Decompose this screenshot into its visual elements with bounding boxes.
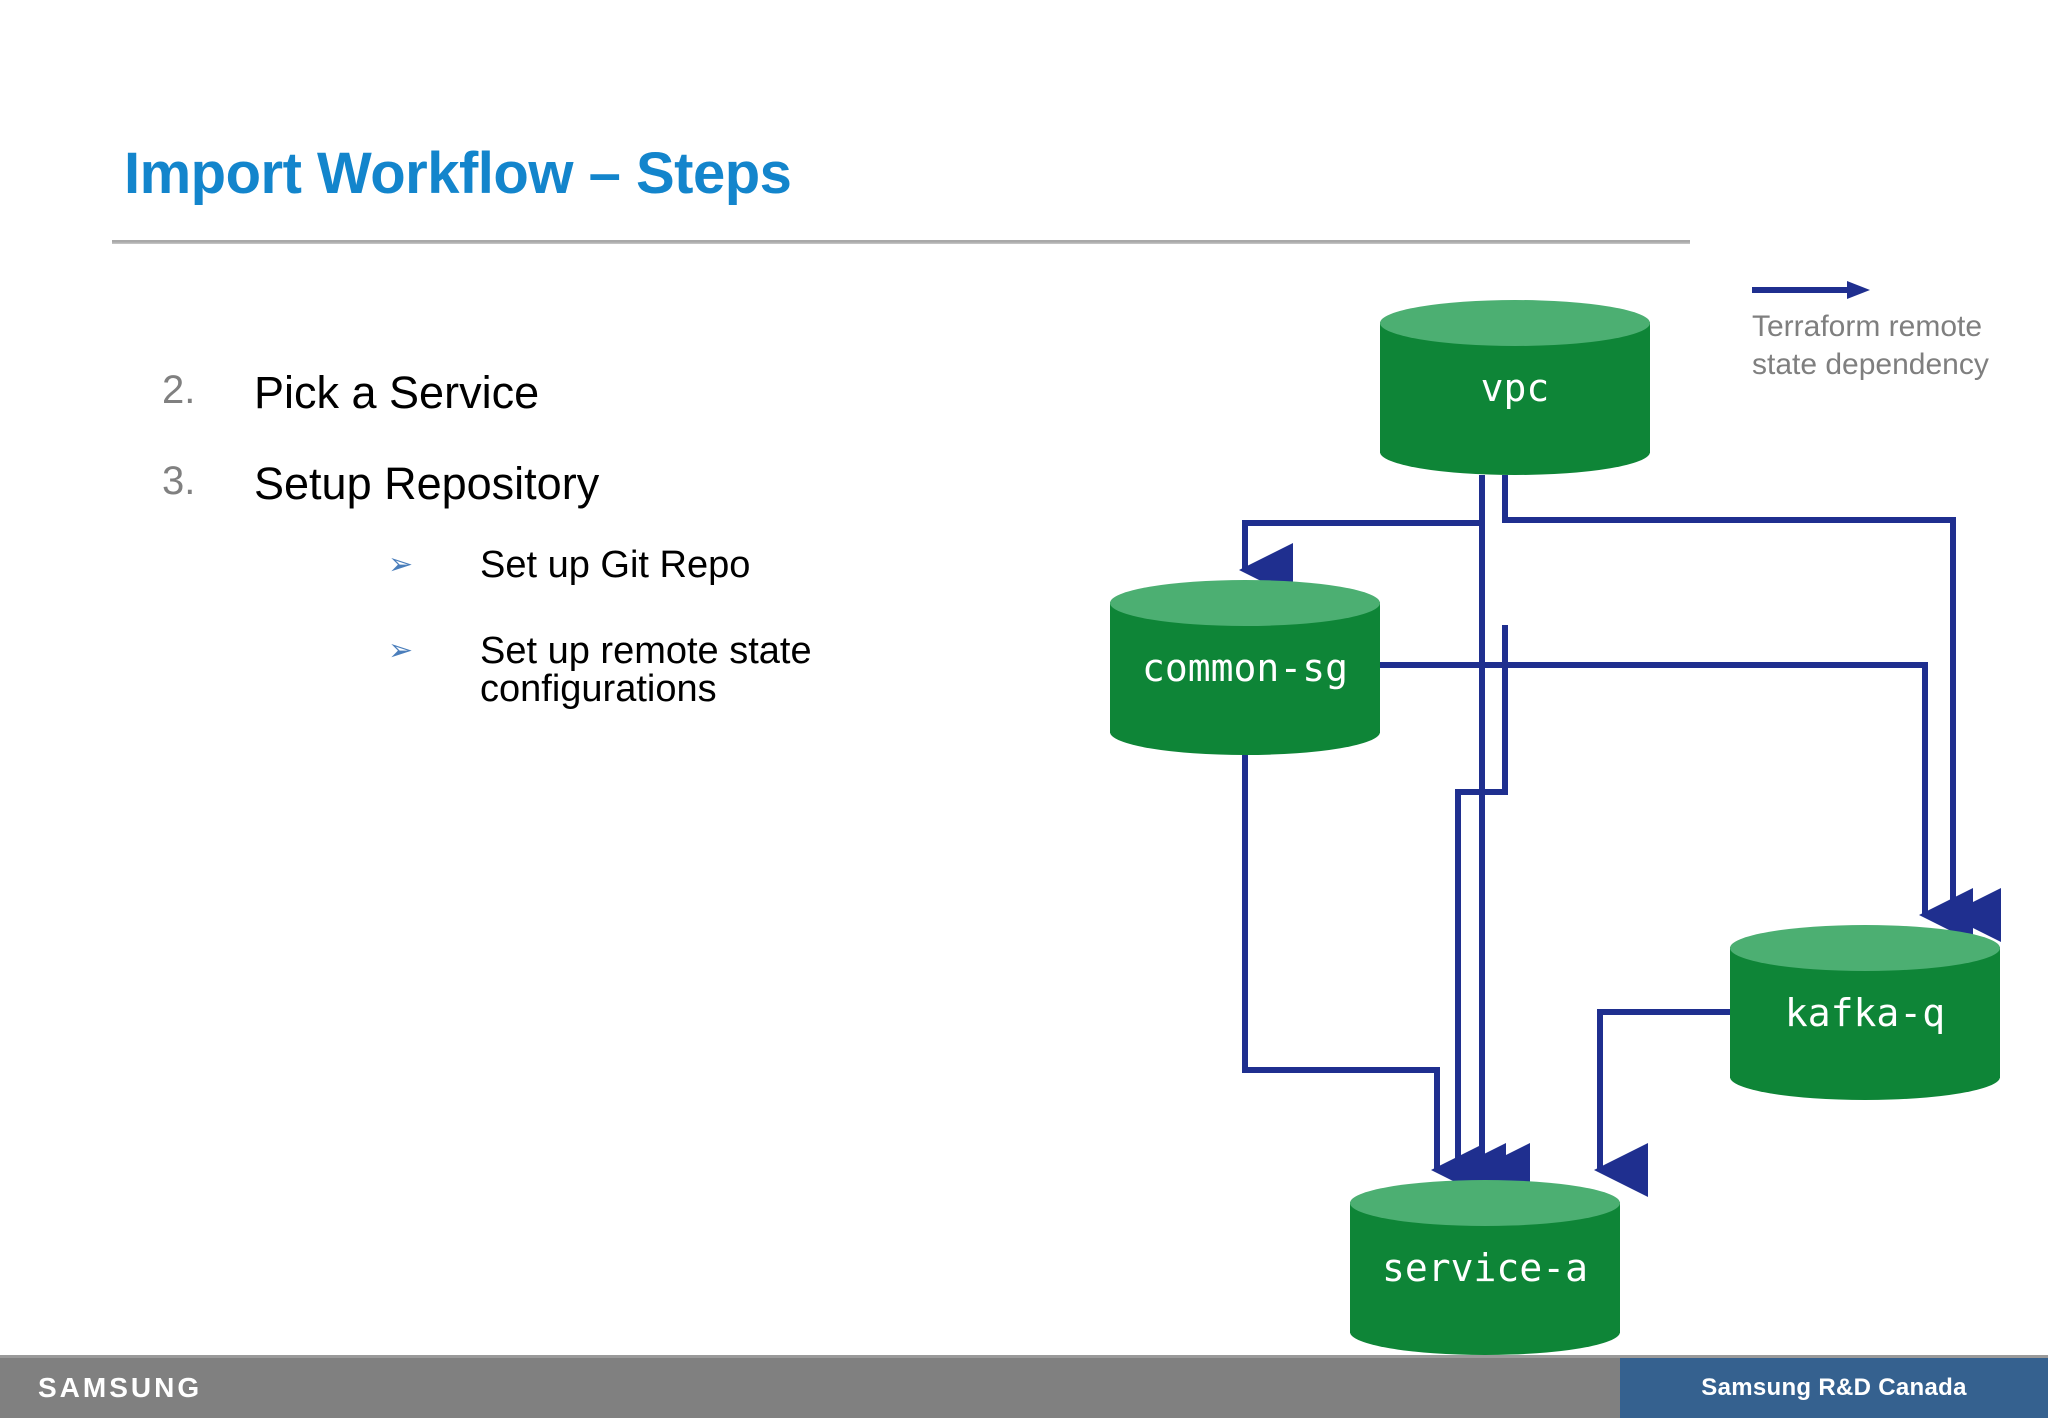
list-item-number: 2.: [162, 368, 196, 412]
node-common-sg[interactable]: common-sg: [1110, 580, 1380, 755]
cylinder-top: [1350, 1180, 1620, 1226]
list-item-number: 3.: [162, 459, 196, 503]
footer-bar: SAMSUNG Samsung R&D Canada: [0, 1358, 2048, 1418]
node-vpc[interactable]: vpc: [1380, 300, 1650, 475]
node-label: common-sg: [1142, 645, 1348, 690]
samsung-logo: SAMSUNG: [38, 1372, 203, 1403]
node-label: service-a: [1382, 1245, 1588, 1290]
node-label: kafka-q: [1784, 990, 1946, 1035]
chevron-right-icon: ➢: [388, 634, 414, 667]
list-item: 2. Pick a Service: [130, 370, 1030, 415]
chevron-right-icon: ➢: [388, 548, 414, 581]
footer-brand-label: Samsung R&D Canada: [1701, 1374, 1967, 1401]
list-item-label: Setup Repository: [254, 458, 600, 509]
title-divider: [112, 240, 1690, 244]
list-item: ➢ Set up Git Repo: [130, 546, 1030, 584]
node-kafka-q[interactable]: kafka-q: [1730, 925, 2000, 1100]
list-item-label: Set up remote state configurations: [480, 630, 812, 710]
list-item: 3. Setup Repository: [130, 461, 1030, 506]
bullet-list: 2. Pick a Service 3. Setup Repository ➢ …: [130, 370, 1030, 756]
node-service-a[interactable]: service-a: [1350, 1180, 1620, 1355]
legend-line-1: Terraform remote: [1752, 310, 1983, 343]
list-item: ➢ Set up remote state configurations: [130, 632, 1030, 708]
diagram-edges: [1239, 475, 2001, 1197]
cylinder-top: [1380, 300, 1650, 346]
cylinder-top: [1730, 925, 2000, 971]
legend-line-2: state dependency: [1752, 347, 1989, 381]
cylinder-top: [1110, 580, 1380, 626]
footer-brand-block: Samsung R&D Canada: [1620, 1358, 2048, 1418]
legend-label: Terraform remote state dependency: [1752, 308, 2042, 383]
list-item-label: Set up Git Repo: [480, 544, 751, 586]
dependency-diagram: vpc common-sg kafka-q service-a Terrafor…: [1080, 270, 2048, 1355]
sub-bullet-list: ➢ Set up Git Repo ➢ Set up remote state …: [130, 546, 1030, 708]
node-label: vpc: [1480, 365, 1550, 410]
diagram-legend: Terraform remote state dependency: [1752, 280, 2042, 383]
right-arrow-icon: [1752, 281, 1870, 299]
footer-divider: [0, 1355, 2048, 1358]
page-title: Import Workflow – Steps: [124, 141, 792, 206]
list-item-label: Pick a Service: [254, 367, 540, 418]
